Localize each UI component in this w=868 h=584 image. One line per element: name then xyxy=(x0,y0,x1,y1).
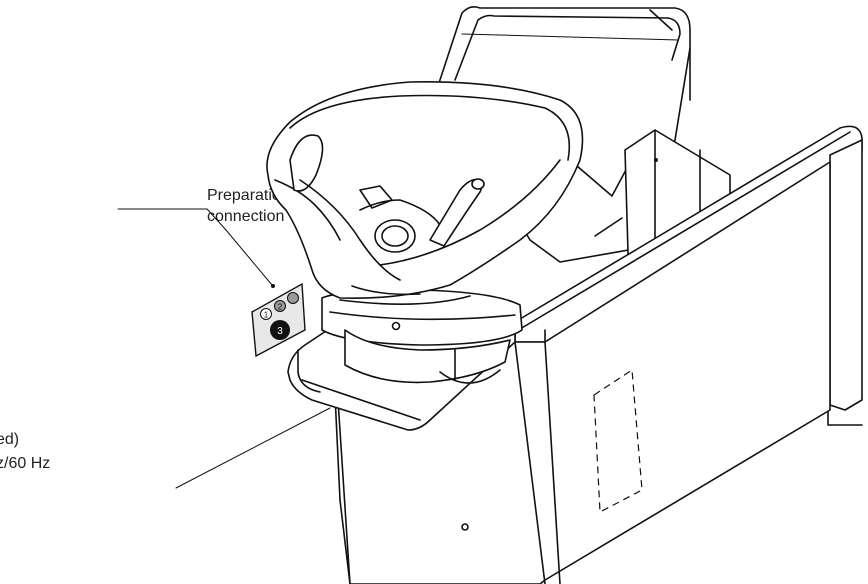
connector-2-number: 2 xyxy=(278,303,283,312)
connector-1 xyxy=(260,308,272,320)
electrical-connection-label-line2: z/60 Hz xyxy=(0,455,51,472)
electrical-callout-leader xyxy=(175,407,331,489)
cabinet xyxy=(334,161,831,584)
connector-2b xyxy=(287,292,299,304)
side-leg xyxy=(827,139,863,426)
connector-1-number: 1 xyxy=(264,311,269,320)
water-connection-label-line2: connection xyxy=(207,208,285,225)
electrical-connection-label: ed) z/60 Hz xyxy=(0,428,50,476)
connector-2 xyxy=(274,300,286,312)
access-panel-outline xyxy=(593,368,643,513)
electrical-connection-label-line1: ed) xyxy=(0,431,20,448)
connector-3-number: 3 xyxy=(277,326,283,337)
water-callout-leader xyxy=(117,208,275,288)
basin-bowl xyxy=(266,81,584,305)
connection-plate: 1 2 3 xyxy=(251,282,306,358)
connector-3 xyxy=(270,320,290,340)
